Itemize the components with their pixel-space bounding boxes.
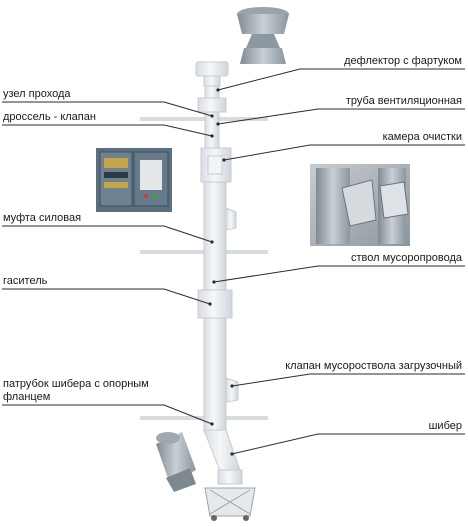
waste-container [204,487,256,521]
chute-assembly [195,61,243,485]
label-cleaning-chamber: камера очистки [382,131,462,143]
label-loading-valve: клапан мусороствола загрузочный [285,360,462,372]
leader-lines [2,68,465,455]
label-throttle-valve: дроссель - клапан [3,111,96,123]
gate-drive-photo [156,432,196,492]
deflector-photo [237,7,289,64]
label-deflector: дефлектор с фартуком [344,55,462,67]
label-vent-pipe: труба вентиляционная [345,95,462,107]
label-pass-node: узел прохода [3,88,71,100]
label-damper: гаситель [3,275,48,287]
label-gate: шибер [428,420,462,432]
leader-dots [208,88,234,456]
label-gate-nozzle: патрубок шибера с опорным фланцем [3,378,149,403]
cleaning-chamber-photo [310,164,410,246]
label-power-coupling: муфта силовая [3,212,82,224]
control-cabinet-photo [96,148,172,212]
label-chute-trunk: ствол мусоропровода [351,252,462,264]
